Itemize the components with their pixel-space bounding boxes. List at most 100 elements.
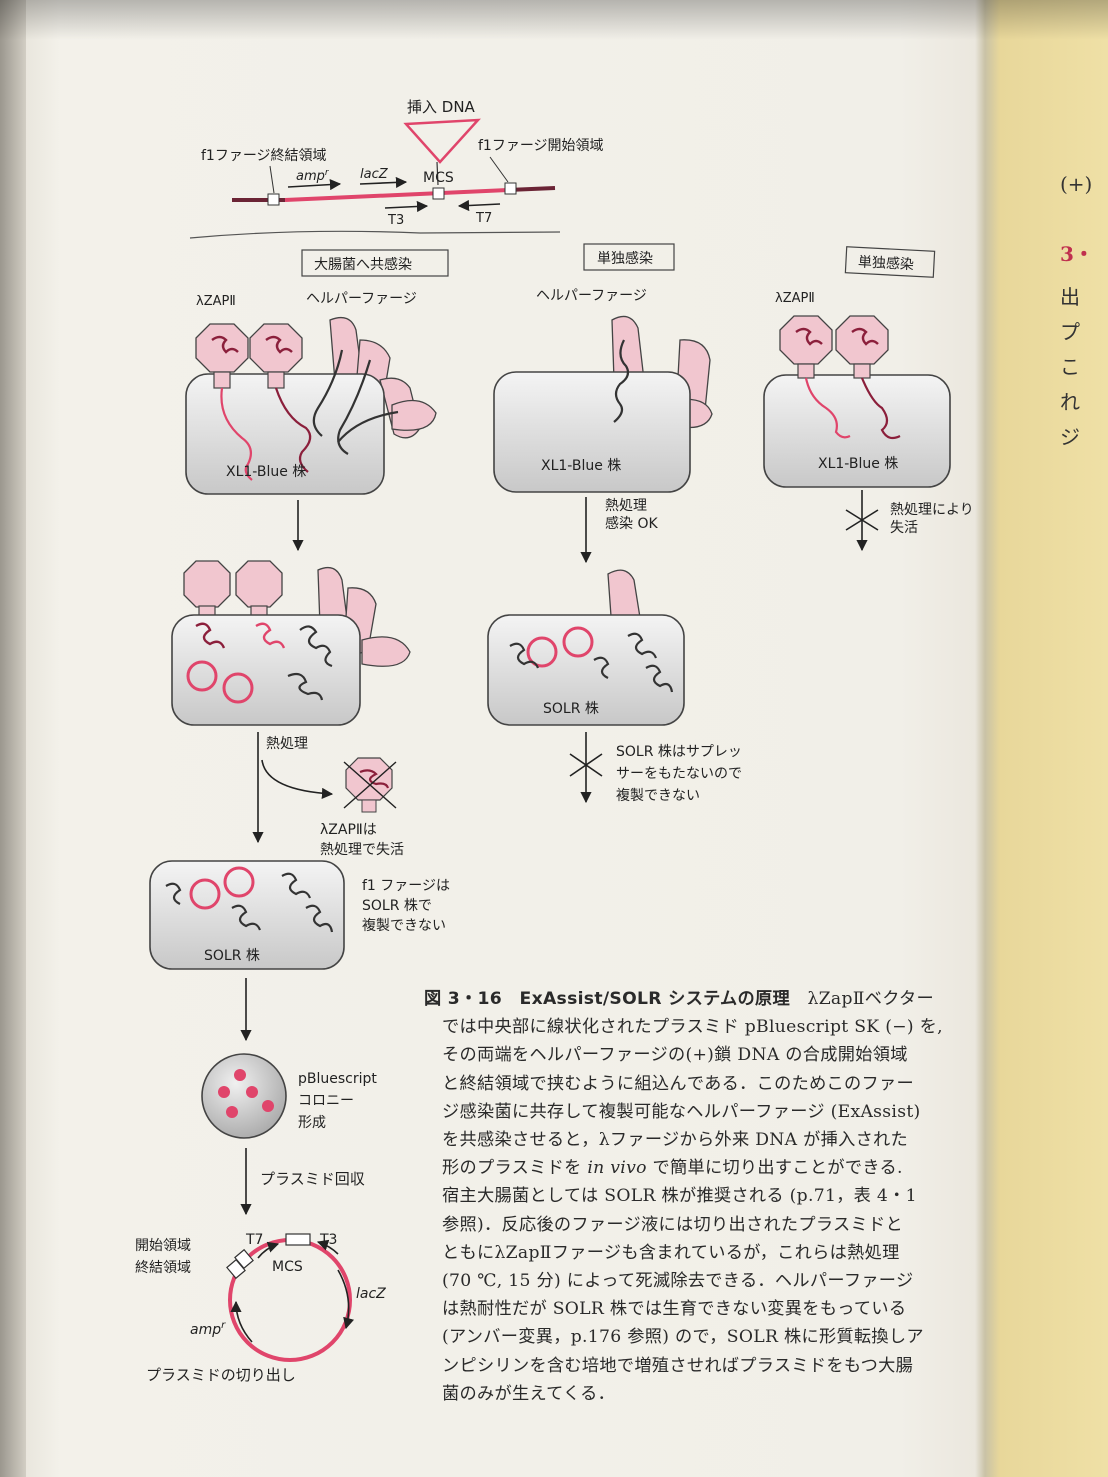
plasmid-t7-label: T7 — [245, 1232, 263, 1248]
insert-dna-label: 挿入 DNA — [407, 98, 476, 116]
plasmid-recovery-label: プラスミド回収 — [260, 1170, 365, 1188]
plasmid-t3-label: T3 — [319, 1232, 337, 1248]
amp-label: ampr — [296, 168, 330, 184]
caption-line: を共感染させると，λファージから外来 DNA が挿入された — [442, 1130, 909, 1151]
colony-label-3: 形成 — [298, 1115, 326, 1131]
origin-region-label: 開始領域 — [135, 1237, 191, 1254]
solr-label-middle: SOLR 株 — [543, 701, 599, 717]
single-infection-box-middle: 単独感染 — [597, 250, 653, 267]
mcs-box — [432, 187, 445, 200]
block-cross-icon — [569, 753, 603, 777]
plasmid-excision-title: プラスミドの切り出し — [146, 1366, 296, 1384]
facing-text: ジ — [1060, 425, 1080, 449]
facing-page-fragment: (+) 3・ 出 プ こ れ ジ — [1060, 160, 1108, 450]
caption-line: では中央部に線状化されたプラスミド pBluescript SK (−) を, — [442, 1017, 943, 1038]
plasmid-lacz-label: lacZ — [356, 1286, 386, 1302]
xl1-blue-label-2: XL1-Blue 株 — [541, 458, 621, 474]
solr-label-left: SOLR 株 — [204, 948, 260, 964]
plasmid-circle — [526, 636, 558, 668]
caption-line: (アンバー変異，p.176 参照) ので，SOLR 株に形質転換しア — [442, 1327, 924, 1348]
caption-line: 宿主大腸菌としては SOLR 株が推奨される (p.71，表 4・1 — [442, 1186, 917, 1207]
caption-line: ンピシリンを含む培地で増殖させればプラスミドをもつ大腸 — [442, 1355, 914, 1376]
inactivated-lambda-icon — [343, 757, 397, 813]
page-edge-left — [0, 0, 26, 1477]
facing-text: れ — [1060, 390, 1080, 414]
plasmid-mcs-label: MCS — [272, 1259, 303, 1275]
lacz-label: lacZ — [360, 167, 389, 182]
lambda-zap-label-right: λZAPⅡ — [775, 291, 815, 306]
caption-line: その両端をヘルパーファージの(+)鎖 DNA の合成開始領域 — [442, 1045, 908, 1066]
facing-heading: 3・ — [1060, 242, 1094, 266]
t7-arrow — [457, 199, 501, 212]
lambda-heat-label-2: 熱処理で失活 — [320, 842, 404, 858]
coinfection-box: 大腸菌へ共感染 — [314, 256, 412, 273]
lambda-zap-label-left: λZAPⅡ — [196, 294, 236, 309]
plasmid-circle — [186, 660, 218, 692]
cell-xl1-coinfected: XL1-Blue 株 — [185, 316, 437, 495]
helper-phage-label-middle: ヘルパーファージ — [536, 288, 647, 304]
colony-label-1: pBluescript — [298, 1071, 377, 1087]
solr-note-1: SOLR 株はサプレッ — [616, 744, 742, 760]
lambda-heat-label-1: λZAPⅡは — [320, 822, 377, 838]
facing-text: 出 — [1060, 285, 1080, 309]
facing-text: こ — [1060, 355, 1080, 379]
lambda-head-icon — [779, 315, 833, 365]
helper-phage-label-left: ヘルパーファージ — [306, 291, 417, 307]
caption-line: 菌のみが生えてくる． — [442, 1383, 616, 1404]
xl1-cell-body-1 — [185, 373, 385, 495]
mcs-box-plasmid — [285, 1233, 311, 1246]
caption-line: 形のプラスミドを in vivo で簡単に切り出すことができる. — [442, 1158, 903, 1179]
colony-label-2: コロニー — [298, 1093, 354, 1109]
solr-note-2: サーをもたないので — [616, 766, 742, 782]
plasmid-circle — [562, 626, 594, 658]
heat-label-middle: 熱処理 — [605, 498, 647, 514]
lambda-head-icon — [195, 323, 249, 373]
caption-line: 参照)．反応後のファージ液には切り出されたプラスミドと — [442, 1214, 903, 1235]
lacz-arrow — [359, 176, 408, 189]
cell-xl1-lambda-only: XL1-Blue 株 — [763, 315, 951, 488]
f1-terminator-label: f1ファージ終結領域 — [201, 147, 327, 164]
plasmid-circle — [189, 878, 221, 910]
cell-coinfected-replicating — [171, 560, 411, 726]
facing-text: プ — [1060, 320, 1080, 344]
plasmid-circle — [222, 672, 254, 704]
heat-inactivate-label-1: 熱処理により — [890, 502, 974, 518]
solr-note-3: 複製できない — [616, 787, 700, 804]
xl1-blue-label-1: XL1-Blue 株 — [226, 464, 306, 480]
cell-xl1-helper-only: XL1-Blue 株 — [493, 315, 713, 493]
f1-origin-box — [504, 182, 517, 195]
figure-caption: 図 3・16 ExAssist/SOLR システムの原理 λZapⅡベクター で… — [424, 985, 1004, 1408]
f1-note-2: SOLR 株で — [362, 898, 432, 914]
xl1-cell-body-2 — [493, 371, 691, 493]
vector-backbone — [284, 188, 509, 202]
f1-terminator-box — [267, 193, 280, 206]
lambda-head-icon — [835, 315, 889, 365]
caption-line: と終結領域で挟むように組込んである．このためこのファー — [442, 1073, 914, 1094]
plasmid-map: T7 T3 MCS lacZ ampr 開始領域 終結領域 プラスミドの切り出し — [135, 1232, 386, 1384]
plasmid-circle — [223, 866, 255, 898]
column-headers: 大腸菌へ共感染 単独感染 単独感染 λZAPⅡ ヘルパーファージ ヘルパーファー… — [196, 243, 936, 309]
colony-plate — [201, 1053, 287, 1139]
caption-line: は熱耐性だが SOLR 株では生育できない変異をもっている — [442, 1299, 907, 1320]
caption-label: 図 3・16 ExAssist/SOLR システムの原理 — [424, 989, 790, 1009]
mcs-label: MCS — [423, 170, 454, 186]
infect-ok-label: 感染 OK — [605, 515, 658, 532]
caption-line: ジ感染菌に共存して複製可能なヘルパーファージ (ExAssist) — [442, 1101, 921, 1122]
t3-arrow — [384, 200, 429, 213]
cell-solr-middle: SOLR 株 — [487, 569, 685, 726]
insert-dna-triangle — [403, 118, 481, 164]
terminator-region-label: 終結領域 — [135, 1259, 191, 1276]
caption-line: (70 ℃, 15 分) によって死滅除去できる．ヘルパーファージ — [442, 1271, 914, 1292]
lambda-head-icon — [183, 560, 231, 608]
single-infection-box-right: 単独感染 — [858, 253, 915, 273]
amp-arrow — [287, 178, 342, 191]
lambda-head-icon — [249, 323, 303, 373]
block-cross-icon — [845, 509, 879, 531]
f1-note-3: 複製できない — [362, 917, 446, 934]
heat-inactivate-label-2: 失活 — [890, 520, 918, 536]
f1-origin-label: f1ファージ開始領域 — [478, 137, 604, 154]
lambda-head-icon — [235, 560, 283, 608]
xl1-blue-label-3: XL1-Blue 株 — [818, 456, 898, 472]
